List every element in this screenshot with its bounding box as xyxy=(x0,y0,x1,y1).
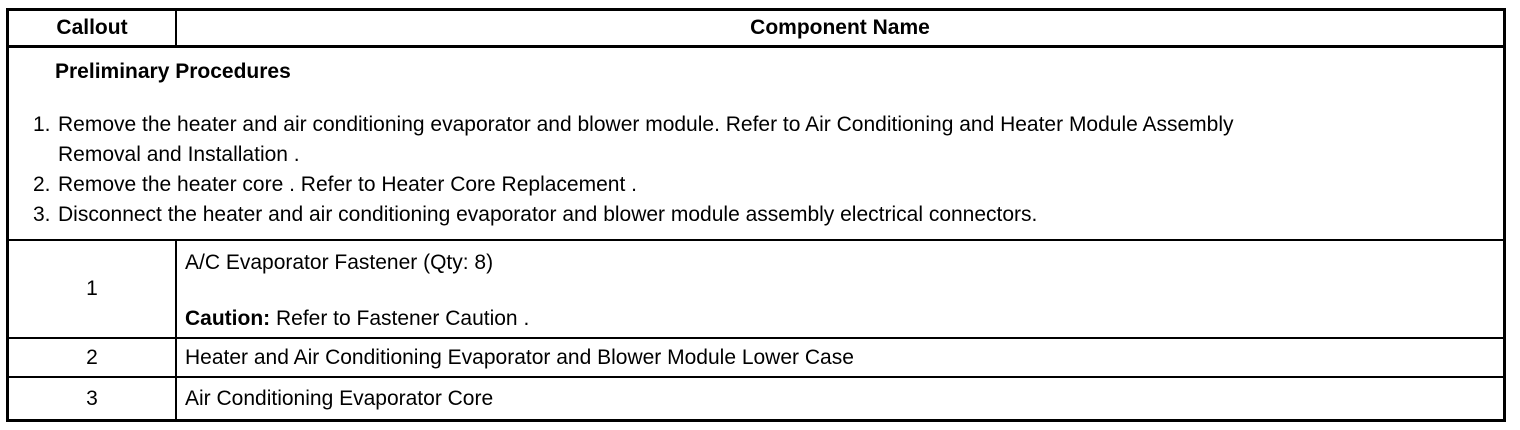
preliminary-step-1: 1. Remove the heater and air conditionin… xyxy=(9,110,1493,170)
component-name-column-header: Component Name xyxy=(750,16,930,39)
component-name-cell: A/C Evaporator Fastener (Qty: 8) Caution… xyxy=(177,241,1503,337)
component-name-cell: Heater and Air Conditioning Evaporator a… xyxy=(177,339,1503,376)
step-number: 3. xyxy=(33,203,51,226)
step-number: 2. xyxy=(33,173,51,196)
preliminary-step-3: 3. Disconnect the heater and air conditi… xyxy=(9,200,1493,230)
component-callout-table: Callout Component Name Preliminary Proce… xyxy=(6,8,1506,422)
step-text: Remove the heater core . Refer to Heater… xyxy=(58,170,1493,200)
callout-number-cell: 1 xyxy=(9,241,177,337)
step-number: 1. xyxy=(33,113,51,136)
caution-label: Caution: xyxy=(185,307,271,330)
callout-number-cell: 2 xyxy=(9,339,177,376)
table-row: 3 Air Conditioning Evaporator Core xyxy=(9,376,1503,419)
component-name-cell: Air Conditioning Evaporator Core xyxy=(177,378,1503,419)
step-text-line: Removal and Installation . xyxy=(58,143,300,166)
preliminary-step-2: 2. Remove the heater core . Refer to Hea… xyxy=(9,170,1493,200)
step-text: Remove the heater and air conditioning e… xyxy=(58,110,1493,170)
component-name-text: Air Conditioning Evaporator Core xyxy=(185,386,494,410)
table-row: 2 Heater and Air Conditioning Evaporator… xyxy=(9,337,1503,376)
preliminary-steps-list: 1. Remove the heater and air conditionin… xyxy=(9,110,1493,230)
table-header-row: Callout Component Name xyxy=(9,11,1503,48)
step-text: Disconnect the heater and air conditioni… xyxy=(58,200,1493,230)
component-name-text: Heater and Air Conditioning Evaporator a… xyxy=(185,345,854,369)
step-text-line: Disconnect the heater and air conditioni… xyxy=(58,203,1038,226)
callout-column-header: Callout xyxy=(9,11,177,45)
table-row: 1 A/C Evaporator Fastener (Qty: 8) Cauti… xyxy=(9,239,1503,337)
step-text-line: Remove the heater core . Refer to Heater… xyxy=(58,173,637,196)
component-name-text: A/C Evaporator Fastener (Qty: 8) xyxy=(185,251,494,274)
preliminary-procedures-section: Preliminary Procedures 1. Remove the hea… xyxy=(9,48,1503,239)
callout-number-cell: 3 xyxy=(9,378,177,419)
preliminary-procedures-title: Preliminary Procedures xyxy=(55,60,291,83)
caution-note: Caution: Refer to Fastener Caution . xyxy=(185,306,1503,332)
step-text-line: Remove the heater and air conditioning e… xyxy=(58,113,1234,136)
caution-text: Refer to Fastener Caution . xyxy=(270,307,530,330)
